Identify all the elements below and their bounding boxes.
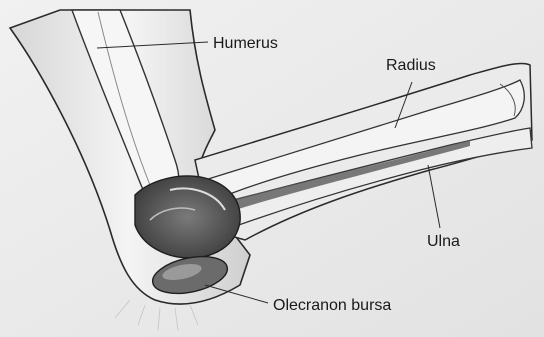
label-radius: Radius	[386, 58, 436, 74]
label-ulna: Ulna	[427, 234, 460, 250]
label-olecranon-bursa: Olecranon bursa	[273, 298, 391, 314]
label-humerus: Humerus	[213, 36, 278, 52]
